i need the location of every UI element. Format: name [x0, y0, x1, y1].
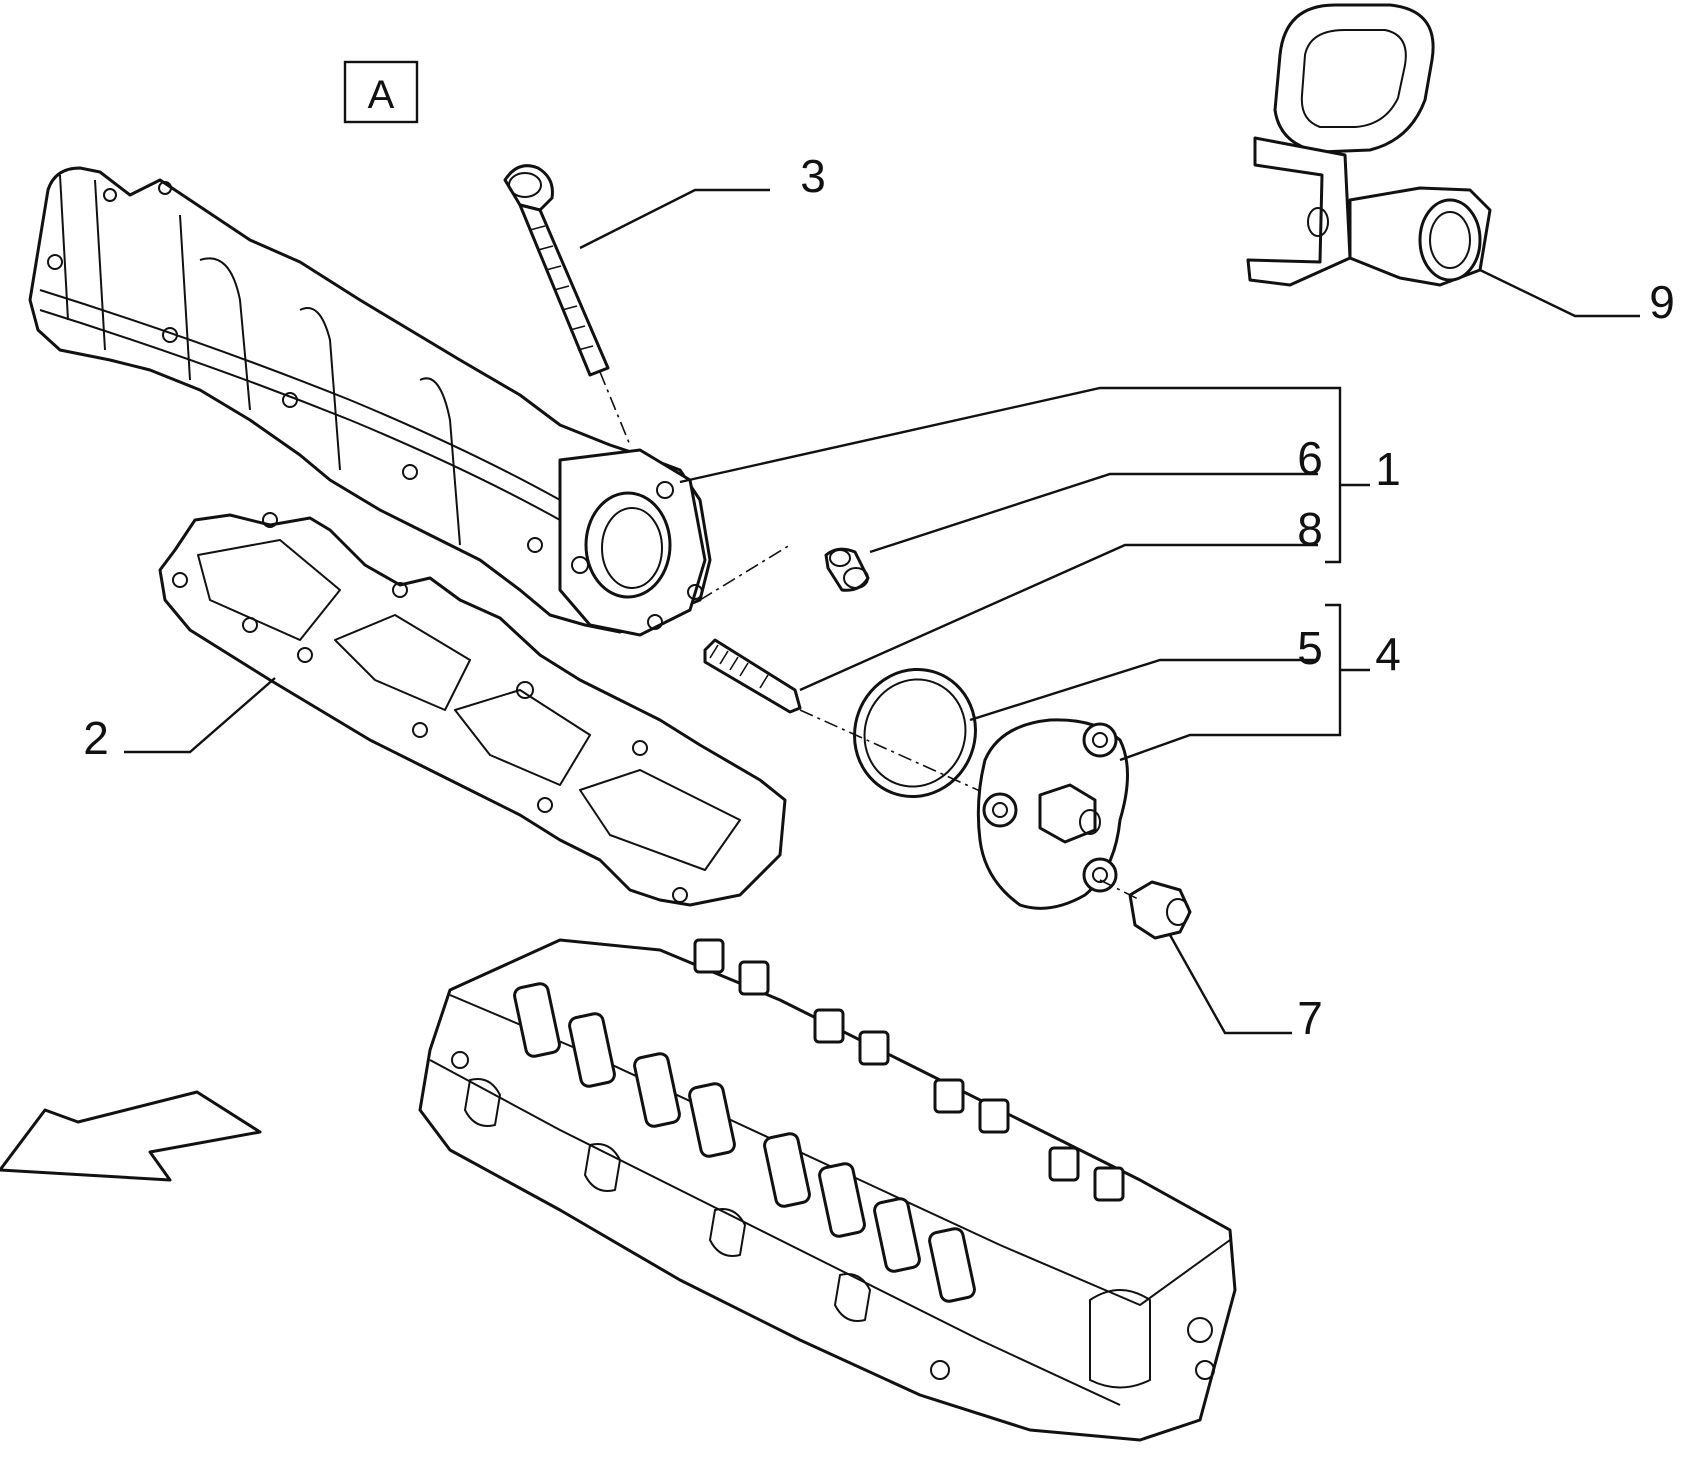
flange-cover [976, 718, 1129, 910]
valve-tappets-row [693, 938, 1125, 1202]
gasket [158, 512, 787, 907]
intake-manifold-housing [28, 166, 712, 637]
valve-springs-row [513, 982, 976, 1303]
direction-arrow-icon [0, 1090, 262, 1182]
axis-line-nut [1099, 879, 1141, 901]
cylinder-head [418, 938, 1237, 1442]
callout-2: 2 [83, 712, 109, 764]
callout-5: 5 [1297, 622, 1323, 674]
callout-7: 7 [1297, 992, 1323, 1044]
long-bolt [503, 164, 631, 446]
view-label-box: A [343, 60, 419, 124]
o-ring [853, 667, 977, 799]
callout-6: 6 [1297, 432, 1323, 484]
threaded-stud [703, 638, 802, 714]
hex-nut [1128, 880, 1192, 940]
callout-4: 4 [1375, 628, 1401, 680]
bracket-with-sensor [1246, 3, 1492, 287]
callout-9: 9 [1649, 276, 1675, 328]
callout-3: 3 [800, 150, 826, 202]
axis-line-oring [799, 709, 1001, 801]
leader-lines [124, 188, 1640, 1035]
axis-line-plug [699, 544, 791, 601]
callout-1: 1 [1375, 443, 1401, 495]
callout-8: 8 [1297, 503, 1323, 555]
view-label-text: A [368, 73, 395, 117]
small-plug [824, 547, 870, 592]
